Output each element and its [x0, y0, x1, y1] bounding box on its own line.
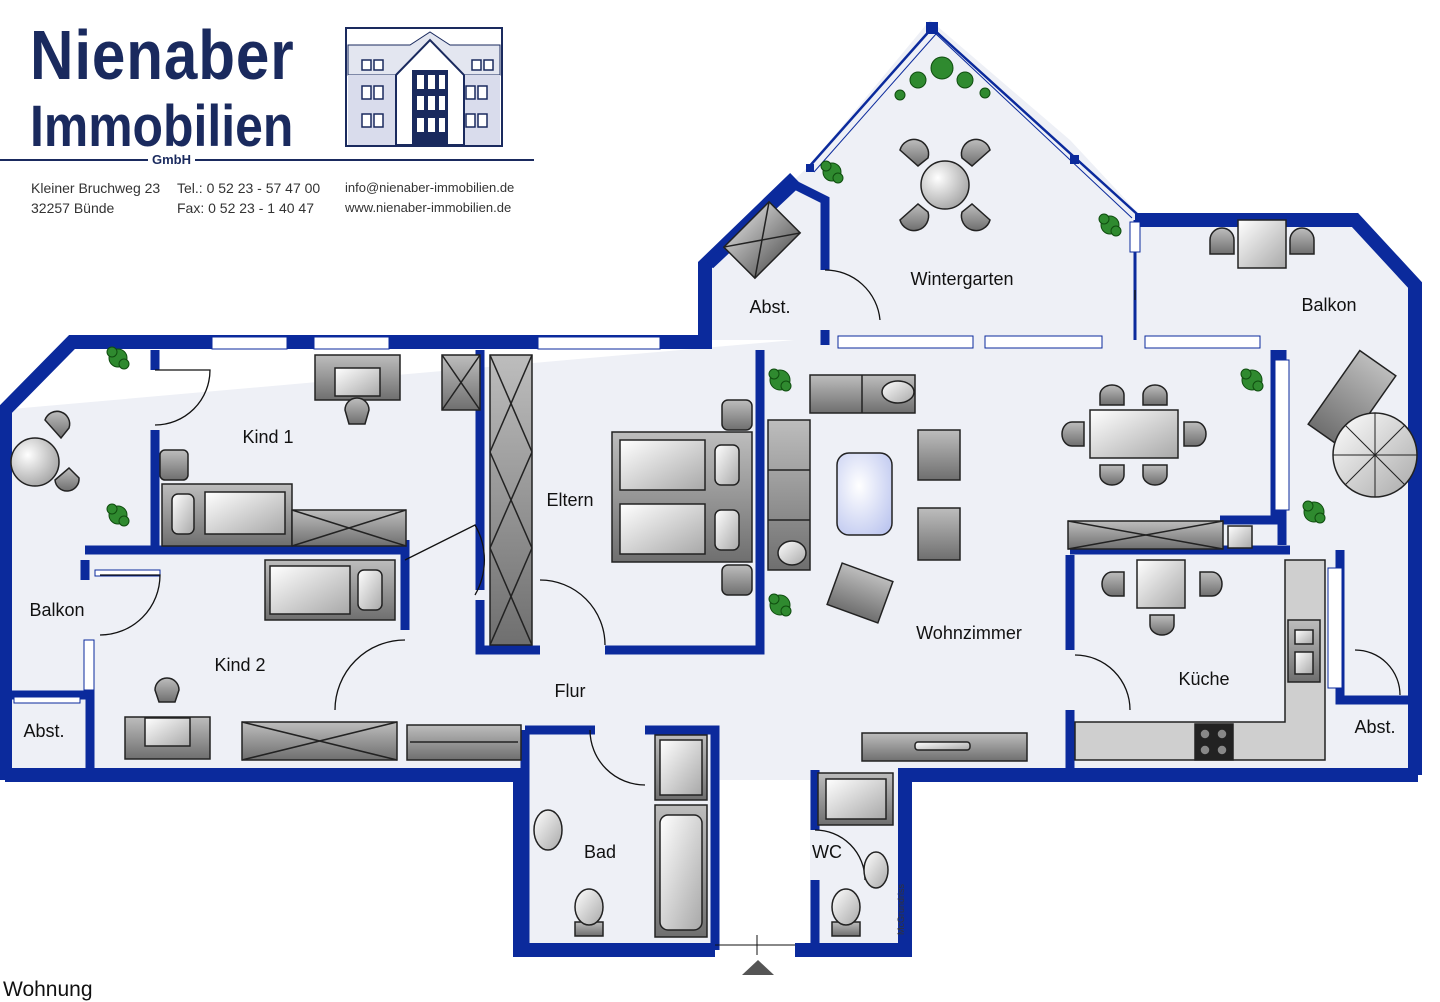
bad-sink	[533, 809, 563, 851]
plant-icon	[1240, 368, 1264, 392]
balkon-table	[1237, 219, 1287, 269]
coffee-table	[836, 452, 893, 536]
room-label-balkon-left: Balkon	[29, 600, 84, 620]
plant-icon	[768, 368, 792, 392]
wintergarten-glass	[806, 22, 1141, 340]
wardrobe-crosses	[489, 354, 533, 646]
brand-subtitle: Immobilien	[30, 94, 294, 159]
kitchen-chairs	[1101, 571, 1223, 636]
eltern-blanket-2	[619, 503, 706, 555]
email-link[interactable]: info@nienaber-immobilien.de	[345, 180, 515, 195]
kind1-pillow	[171, 493, 195, 535]
living-small-appliance	[1227, 525, 1253, 549]
brand-suffix: GmbH	[148, 152, 195, 167]
plant-icon	[1302, 500, 1326, 524]
sofa-cushion-2	[777, 540, 807, 566]
room-label-wohnzimmer: Wohnzimmer	[916, 623, 1022, 643]
room-label-bad: Bad	[584, 842, 616, 862]
balkon-left-chair-1	[44, 410, 71, 440]
phone-number: Tel.: 0 52 23 - 57 47 00	[177, 180, 321, 196]
plant-icon	[106, 503, 130, 527]
plant-icon	[1098, 213, 1122, 237]
address-city: 32257 Bünde	[31, 200, 115, 216]
balkon-left-chair-2	[54, 466, 80, 492]
room-label-abst-left: Abst.	[23, 721, 64, 741]
bad-toilet	[574, 888, 604, 926]
balkon-left-table	[10, 437, 60, 487]
wintergarten-chairs	[899, 138, 991, 232]
address-block: Kleiner Bruchweg 23 32257 Bünde	[31, 178, 160, 218]
tv	[914, 741, 971, 751]
kitchen-table	[1136, 559, 1186, 609]
armchair-1	[917, 429, 961, 481]
interior-walls	[5, 179, 1415, 950]
wintergarten-table	[920, 160, 970, 210]
kitchen-counter	[1074, 559, 1326, 761]
room-label-abst-right: Abst.	[1354, 717, 1395, 737]
wc-sink	[863, 851, 889, 889]
room-label-wc: WC	[812, 842, 842, 862]
phone-block: Tel.: 0 52 23 - 57 47 00 Fax: 0 52 23 - …	[177, 178, 320, 218]
address-street: Kleiner Bruchweg 23	[31, 180, 161, 196]
wc-toilet	[831, 888, 861, 926]
plant-icon	[768, 593, 792, 617]
eltern-blanket-1	[619, 439, 706, 491]
kind2-monitor	[144, 717, 191, 747]
armchair-2	[917, 507, 961, 561]
stove-burners	[1199, 728, 1228, 756]
balkon-chairs	[1209, 227, 1315, 255]
umbrella-lines	[1333, 413, 1417, 497]
room-labels: Wintergarten Abst. Balkon Kind 1 Eltern …	[23, 269, 1395, 935]
room-label-kueche: Küche	[1178, 669, 1229, 689]
drawing-credit: McGrundriss	[896, 883, 906, 935]
kind1-monitor	[334, 367, 381, 397]
armchair-3	[826, 562, 894, 624]
website-link[interactable]: www.nienaber-immobilien.de	[345, 200, 512, 215]
room-label-kind2: Kind 2	[214, 655, 265, 675]
kitchen-stove	[1194, 723, 1234, 761]
storage-cabinet-top	[722, 200, 802, 280]
logo-house-icon	[345, 27, 503, 147]
fax-number: Fax: 0 52 23 - 1 40 47	[177, 200, 314, 216]
eltern-nightstand-bottom	[721, 564, 753, 596]
kind2-blanket	[269, 565, 351, 615]
plant-icon	[894, 56, 991, 101]
dining-table	[1089, 409, 1179, 459]
room-label-abst-top: Abst.	[749, 297, 790, 317]
room-label-kind1: Kind 1	[242, 427, 293, 447]
eltern-nightstand-top	[721, 399, 753, 431]
room-label-wintergarten: Wintergarten	[910, 269, 1013, 289]
dining-chairs	[1061, 384, 1207, 486]
doors	[99, 269, 1401, 881]
eltern-pillow-2	[714, 509, 740, 551]
kind1-chair	[344, 397, 370, 425]
windows	[13, 335, 1343, 704]
plant-icon	[106, 346, 130, 370]
header-rule	[0, 159, 534, 161]
room-label-eltern: Eltern	[546, 490, 593, 510]
sofa-cushion	[881, 380, 915, 404]
kind1-blanket	[204, 491, 286, 535]
furniture	[10, 138, 1418, 938]
plant-icon	[820, 160, 844, 184]
plants	[106, 56, 1326, 617]
web-block: info@nienaber-immobilien.de www.nienaber…	[345, 178, 514, 218]
room-label-flur: Flur	[555, 681, 586, 701]
kind2-pillow	[357, 569, 383, 611]
kind1-nightstand	[159, 449, 189, 481]
brand-name: Nienaber	[30, 16, 295, 94]
footer-label: Wohnung	[3, 978, 93, 1001]
room-label-balkon-right: Balkon	[1301, 295, 1356, 315]
kind2-chair	[154, 677, 180, 703]
entrance-arrow-icon	[742, 960, 774, 975]
eltern-pillow-1	[714, 444, 740, 486]
